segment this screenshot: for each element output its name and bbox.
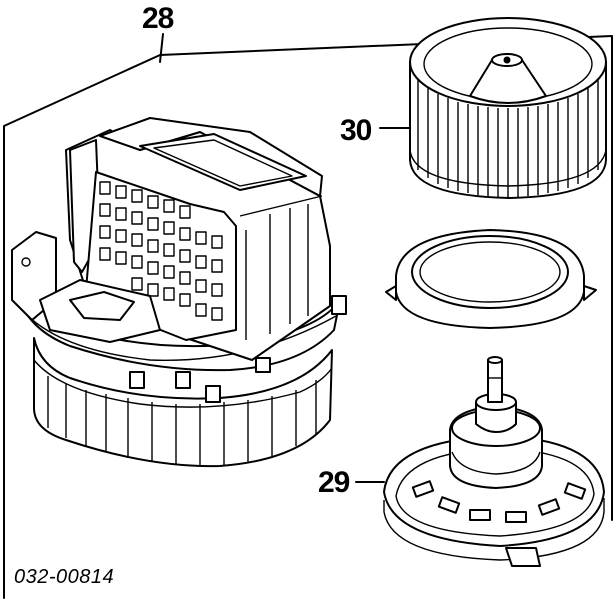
- fan-wheel-icon: [409, 17, 607, 199]
- seal-ring-icon: [385, 229, 597, 329]
- diagram-code: 032-00814: [14, 566, 115, 588]
- callout-30: 30: [340, 114, 372, 147]
- leader-28: [159, 33, 164, 63]
- blower-motor-icon: [383, 356, 605, 567]
- blower-housing-icon: [11, 117, 347, 468]
- callout-29: 29: [318, 466, 350, 499]
- callout-28: 28: [142, 2, 174, 35]
